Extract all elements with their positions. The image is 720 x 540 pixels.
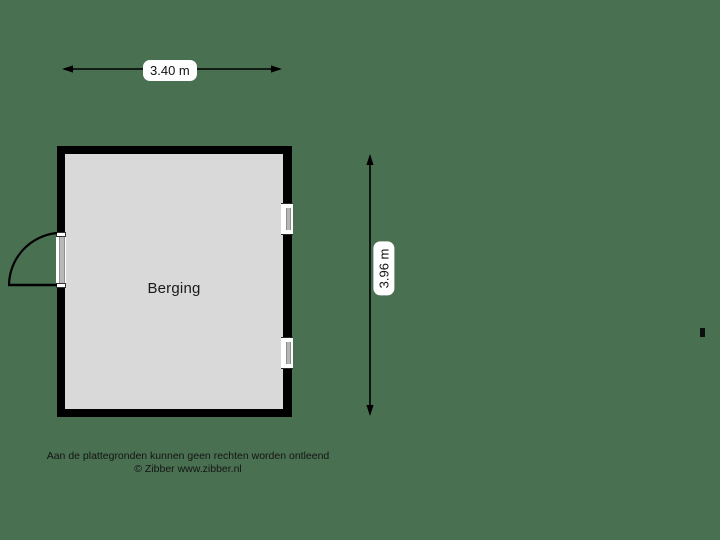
arrow-right-icon <box>271 65 282 73</box>
door-leaf <box>59 237 65 283</box>
edge-marker-icon <box>700 328 705 337</box>
window-frame-bottom <box>281 230 293 234</box>
arrow-down-icon <box>366 405 374 416</box>
footer-copyright-line: © Zibber www.zibber.nl <box>134 463 242 475</box>
window-frame-top <box>281 204 293 208</box>
window-frame-bottom <box>281 364 293 368</box>
footer-disclaimer-line: Aan de plattegronden kunnen geen rechten… <box>46 450 330 462</box>
door-frame-left <box>56 232 66 288</box>
dimension-height-label: 3.96 m <box>373 241 395 296</box>
window-frame-top <box>281 338 293 342</box>
footer-disclaimer: Aan de plattegronden kunnen geen rechten… <box>0 450 376 476</box>
room-floor-berging <box>65 154 283 409</box>
window-icon-upper-right <box>281 203 293 235</box>
room-label-berging: Berging <box>147 280 201 297</box>
window-pane <box>285 208 291 230</box>
dimension-height-arrow <box>366 154 374 416</box>
door-jamb-bottom <box>56 283 66 288</box>
window-pane <box>285 342 291 364</box>
dimension-width-label: 3.40 m <box>143 60 197 81</box>
arrow-left-icon <box>62 65 73 73</box>
door-jamb-top <box>56 232 66 237</box>
window-icon-lower-right <box>281 337 293 369</box>
arrow-up-icon <box>366 154 374 165</box>
dimension-line-height <box>363 154 377 416</box>
